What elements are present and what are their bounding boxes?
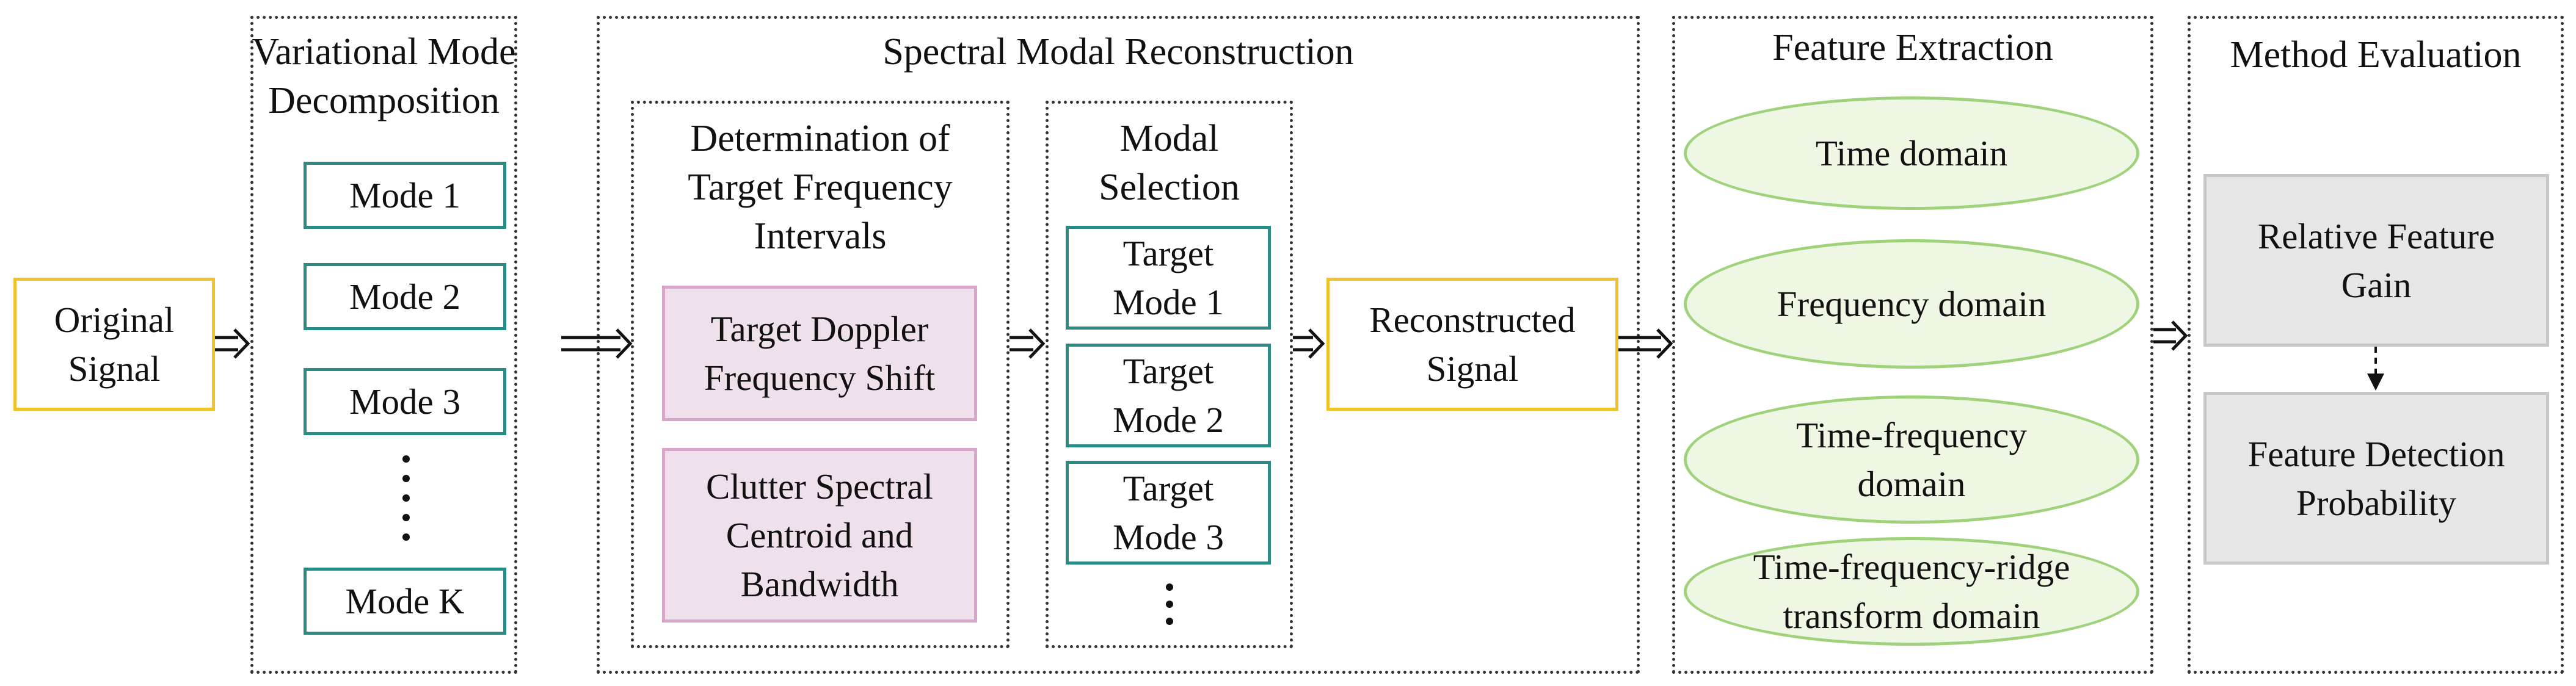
- mode-label: Mode K: [345, 581, 465, 621]
- target-freq-title-line3: Intervals: [754, 215, 887, 257]
- feature-extraction-panel: [1672, 16, 2153, 674]
- target-doppler-box: Target Doppler Frequency Shift: [662, 286, 977, 421]
- method-evaluation-title: Method Evaluation: [2230, 34, 2522, 76]
- probability-line2: Probability: [2296, 482, 2457, 523]
- target-mode-line2: Mode 3: [1113, 517, 1224, 557]
- domain-line1: Time-frequency-ridge: [1753, 547, 2070, 587]
- gain-line2: Gain: [2341, 264, 2412, 305]
- reconstructed-signal-box: Reconstructed Signal: [1326, 278, 1618, 411]
- domain-line1: Frequency domain: [1777, 284, 2047, 324]
- probability-line1: Feature Detection: [2247, 433, 2505, 474]
- mode-ellipsis-dots: [402, 455, 410, 541]
- target-freq-title: Determination of Target Frequency Interv…: [631, 114, 1010, 261]
- modal-selection-title: Modal Selection: [1046, 114, 1293, 212]
- smr-panel: [597, 16, 1640, 674]
- vmd-title: Variational Mode Decomposition: [250, 27, 517, 125]
- mode-box-k: Mode K: [304, 568, 506, 635]
- target-mode-line1: Target: [1122, 468, 1214, 508]
- target-mode-line1: Target: [1122, 351, 1214, 391]
- target-mode-box-1: Target Mode 1: [1066, 226, 1271, 330]
- gain-line1: Relative Feature: [2257, 215, 2495, 256]
- feature-extraction-title: Feature Extraction: [1772, 27, 2053, 68]
- mode-label: Mode 1: [349, 175, 460, 215]
- target-freq-panel: [631, 101, 1010, 648]
- ridge-transform-domain-ellipse: Time-frequency-ridge transform domain: [1684, 537, 2139, 646]
- target-mode-box-3: Target Mode 3: [1066, 461, 1271, 565]
- vmd-panel: [250, 16, 517, 674]
- reconstructed-line2: Signal: [1426, 348, 1519, 389]
- target-freq-title-line2: Target Frequency: [688, 167, 953, 208]
- target-mode-line1: Target: [1122, 233, 1214, 273]
- target-freq-title-line1: Determination of: [690, 118, 950, 159]
- double-arrow-freq-to-selection: [1010, 328, 1046, 359]
- mode-box-2: Mode 2: [304, 263, 506, 330]
- original-signal-box: Original Signal: [13, 278, 215, 411]
- double-arrow-selection-to-reconstructed: [1293, 328, 1325, 359]
- dashed-arrow-gain-to-probability: [2367, 347, 2384, 391]
- relative-feature-gain-box: Relative Feature Gain: [2203, 174, 2549, 347]
- clutter-line1: Clutter Spectral: [706, 466, 933, 507]
- domain-line2: transform domain: [1783, 596, 2040, 636]
- target-doppler-line2: Frequency Shift: [704, 358, 936, 398]
- clutter-line2: Centroid and: [726, 515, 914, 555]
- target-mode-line2: Mode 2: [1113, 400, 1224, 440]
- domain-line1: Time-frequency: [1796, 415, 2027, 455]
- clutter-line3: Bandwidth: [740, 564, 899, 604]
- mode-label: Mode 3: [349, 381, 460, 422]
- modal-selection-panel: [1046, 101, 1293, 648]
- mode-label: Mode 2: [349, 276, 460, 317]
- vmd-title-line1: Variational Mode: [252, 31, 516, 73]
- domain-line1: Time domain: [1815, 133, 2008, 173]
- reconstructed-line1: Reconstructed: [1369, 300, 1576, 340]
- target-mode-box-2: Target Mode 2: [1066, 344, 1271, 447]
- original-signal-line1: Original: [54, 300, 175, 340]
- target-mode-line2: Mode 1: [1113, 282, 1224, 322]
- clutter-spectral-box: Clutter Spectral Centroid and Bandwidth: [662, 448, 977, 623]
- double-arrow-vmd-to-smr: [561, 328, 633, 359]
- mode-box-1: Mode 1: [304, 162, 506, 229]
- modal-selection-title-line1: Modal: [1119, 118, 1219, 159]
- time-frequency-domain-ellipse: Time-frequency domain: [1684, 395, 2139, 524]
- feature-detection-probability-box: Feature Detection Probability: [2203, 392, 2549, 565]
- double-arrow-smr-to-features: [1618, 328, 1673, 359]
- double-arrow-features-to-evaluation: [2153, 320, 2188, 351]
- target-doppler-line1: Target Doppler: [710, 309, 929, 349]
- frequency-domain-ellipse: Frequency domain: [1684, 239, 2139, 369]
- target-mode-ellipsis: [1166, 583, 1173, 625]
- vmd-title-line2: Decomposition: [268, 80, 500, 121]
- method-evaluation-panel: [2188, 16, 2564, 674]
- double-arrow-original-to-vmd: [215, 328, 250, 359]
- smr-title: Spectral Modal Reconstruction: [882, 31, 1354, 73]
- time-domain-ellipse: Time domain: [1684, 96, 2139, 210]
- domain-line2: domain: [1857, 464, 1966, 504]
- modal-selection-title-line2: Selection: [1099, 167, 1240, 208]
- original-signal-line2: Signal: [68, 348, 161, 389]
- mode-box-3: Mode 3: [304, 368, 506, 435]
